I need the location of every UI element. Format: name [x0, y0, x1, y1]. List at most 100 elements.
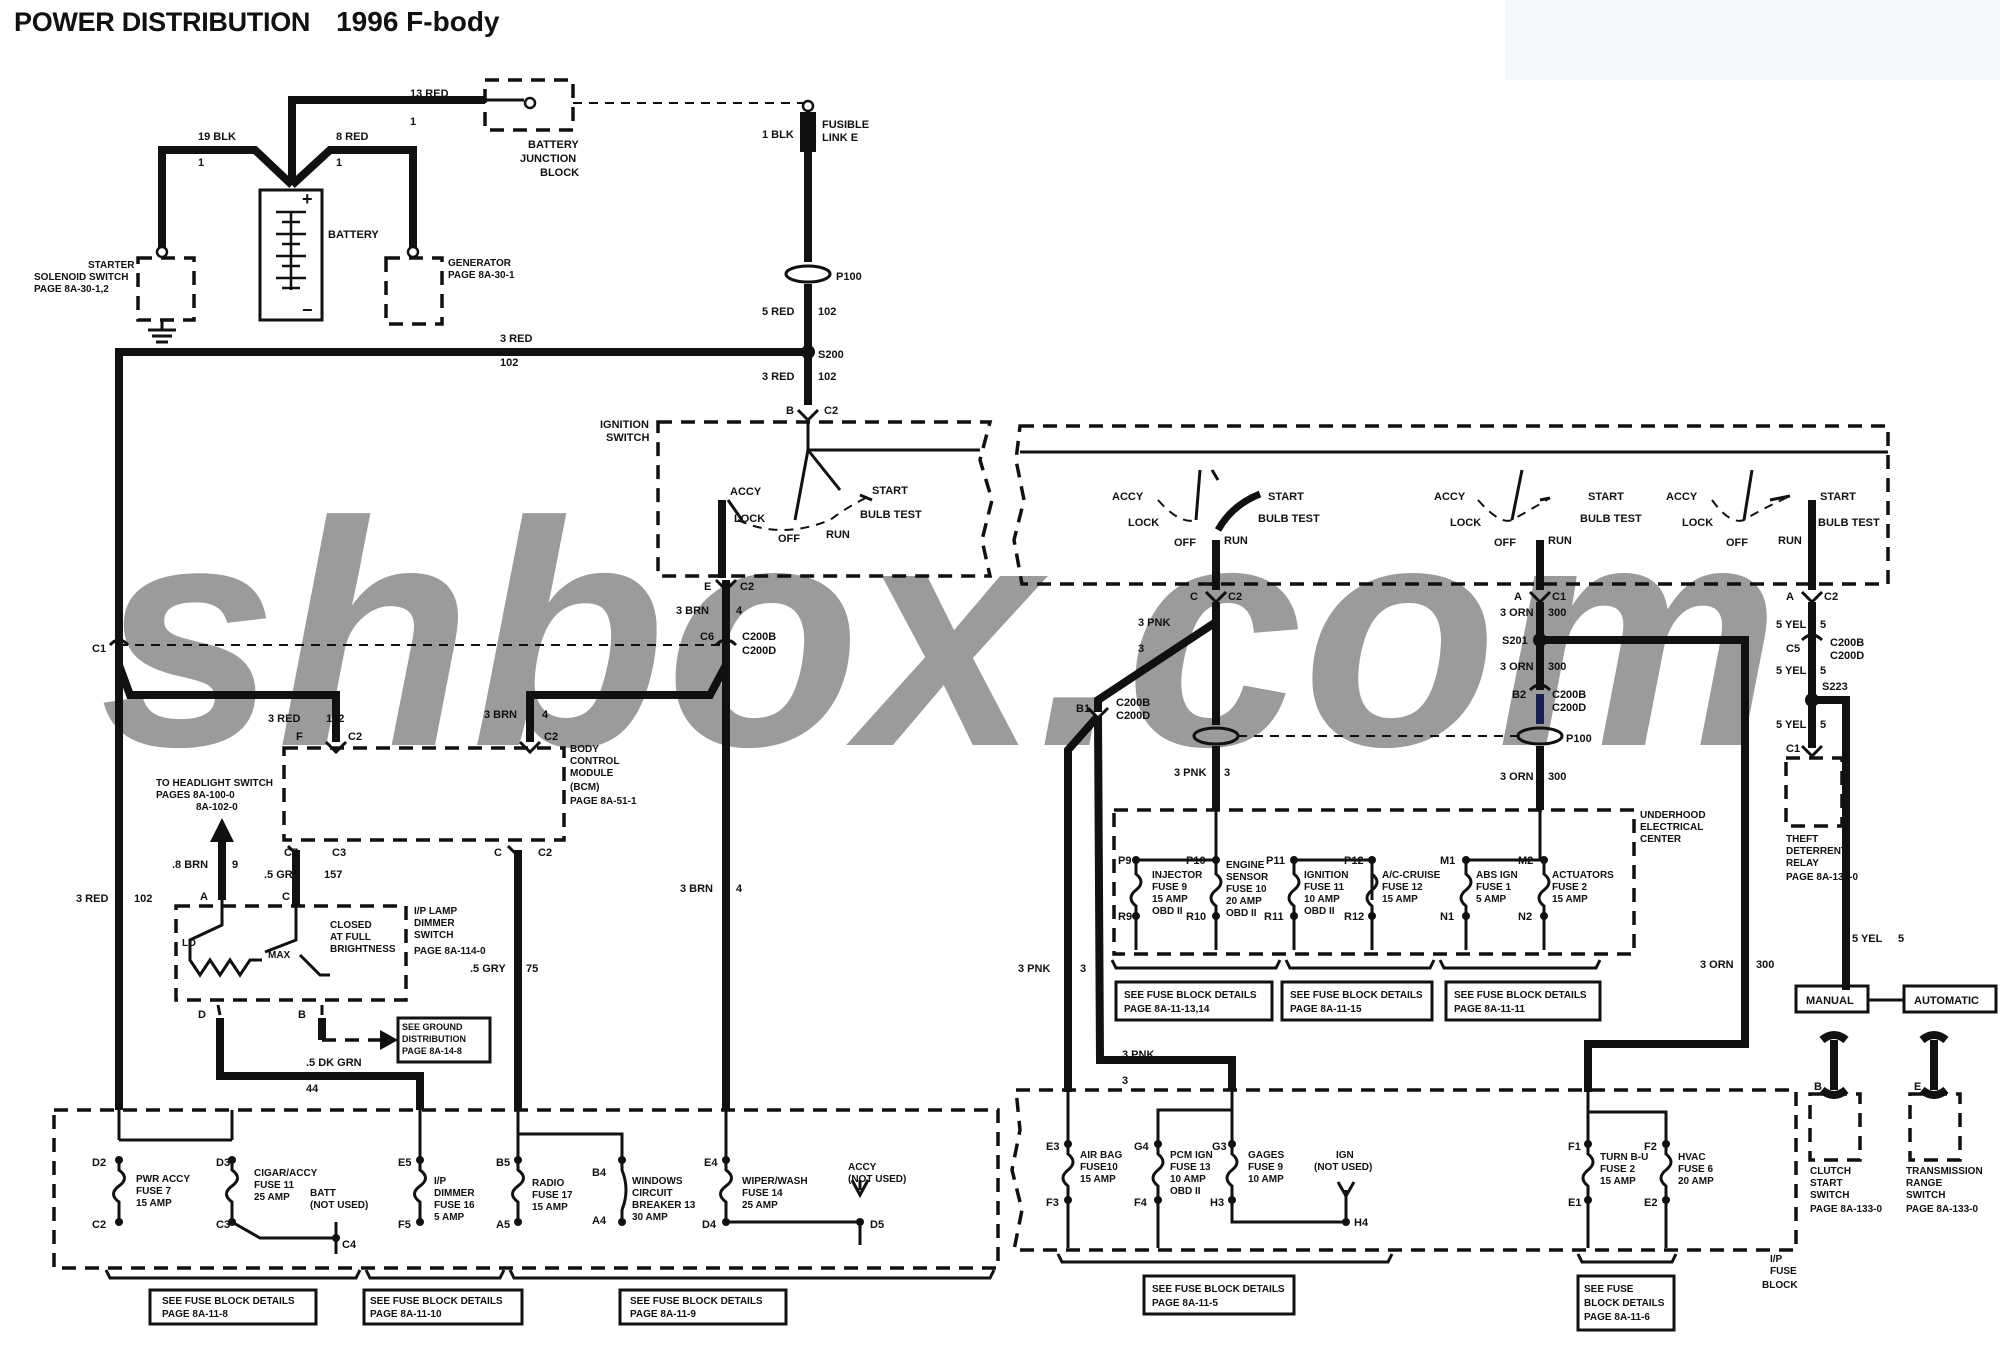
right-feeds-a [1066, 1090, 1234, 1144]
label-windows-3: BREAKER 13 [632, 1200, 696, 1211]
label-uhec-2: ELECTRICAL [1640, 822, 1703, 833]
label-c5-c200b: C200B [1830, 637, 1864, 649]
label-ac-3: 15 AMP [1382, 894, 1418, 905]
label-r-3orn-circuit: 300 [1548, 607, 1566, 619]
r2-start: START [1588, 491, 1624, 503]
label-pwr-accy-3: 15 AMP [136, 1198, 172, 1209]
label-s200: S200 [818, 349, 844, 361]
r2-bulbtest: BULB TEST [1580, 513, 1642, 525]
label-junction-3: BLOCK [540, 167, 579, 179]
label-bcm-1: BODY [570, 744, 599, 755]
pin-f5: F5 [398, 1219, 411, 1231]
label-eng-5: OBD II [1226, 908, 1257, 919]
bcm-bottom-conn [286, 844, 520, 858]
pin-b5: B5 [496, 1157, 510, 1169]
left-ign-lock: LOCK [734, 513, 765, 525]
pin-n2: N2 [1518, 911, 1532, 923]
label-c-bcm-c2: C2 [538, 847, 552, 859]
label-ground-3: PAGE 8A-14-8 [402, 1046, 462, 1056]
grp1-arc [1157, 499, 1197, 522]
label-act-3: 15 AMP [1552, 894, 1588, 905]
label-3red-top-circuit: 102 [500, 357, 518, 369]
label-windows-1: WINDOWS [632, 1176, 683, 1187]
bracket-1 [104, 1269, 362, 1280]
pin-c3: C3 [216, 1219, 230, 1231]
pin-e4: E4 [704, 1157, 718, 1169]
label-e-c2: C2 [740, 581, 754, 593]
label-trans-2: RANGE [1906, 1178, 1942, 1189]
corner-panel [1505, 0, 2000, 80]
label-inj-1: INJECTOR [1152, 870, 1203, 881]
label-starter-1: STARTER [88, 260, 135, 271]
label-8brn-circuit: 9 [232, 859, 238, 871]
wire-3orn-to-ipfuse [1540, 636, 1749, 1092]
r2-off: OFF [1494, 537, 1516, 549]
label-3red-f-circuit: 102 [326, 713, 344, 725]
grp1-start-arm [1214, 490, 1262, 532]
p100-right-a [1192, 726, 1240, 746]
label-c200b: C200B [742, 631, 776, 643]
pin-d5: D5 [870, 1219, 884, 1231]
label-r-3pnk: 3 PNK [1138, 617, 1170, 629]
label-3red-top: 3 RED [500, 333, 532, 345]
label-lo: LO [182, 938, 196, 949]
label-see1-2: PAGE 8A-11-8 [162, 1309, 228, 1320]
label-8red: 8 RED [336, 131, 368, 143]
label-starter-3: PAGE 8A-30-1,2 [34, 284, 109, 295]
label-c5-c200d: C200D [1830, 650, 1864, 662]
wire-19blk [158, 146, 295, 247]
starter-box [136, 256, 196, 322]
pin-r12: R12 [1344, 911, 1364, 923]
dimmer-contact [264, 905, 330, 977]
left-ign-accy: ACCY [730, 486, 762, 498]
label-hvac-2: FUSE 6 [1678, 1164, 1713, 1175]
label-manual: MANUAL [1806, 995, 1854, 1007]
c5-conn [1800, 633, 1824, 642]
bracket-3 [508, 1269, 996, 1280]
label-batt-2: (NOT USED) [310, 1200, 368, 1211]
ground-symbol [148, 320, 176, 344]
label-headlight-2: PAGES 8A-100-0 [156, 790, 235, 801]
label-accy-2: (NOT USED) [848, 1174, 906, 1185]
left-ign-start: START [872, 485, 908, 497]
c1-theft-conn [1800, 744, 1824, 759]
label-pcm-2: FUSE 13 [1170, 1162, 1211, 1173]
grp1-contacts [1194, 469, 1220, 521]
label-dimmer-c: C [282, 891, 290, 903]
label-8red-circuit: 1 [336, 157, 342, 169]
label-abs-1: ABS IGN [1476, 870, 1518, 881]
bracket-2 [364, 1269, 506, 1280]
pin-p12: P12 [1344, 855, 1364, 867]
clutch-wire [1819, 1031, 1849, 1099]
label-5yel-d-circuit: 5 [1898, 933, 1904, 945]
right-see-2 [1576, 1274, 1676, 1332]
label-closed-3: BRIGHTNESS [330, 944, 396, 955]
label-see1-1: SEE FUSE BLOCK DETAILS [162, 1296, 295, 1307]
r3-lock: LOCK [1682, 517, 1713, 529]
label-ipdim-3: FUSE 16 [434, 1200, 475, 1211]
label-battery: BATTERY [328, 229, 379, 241]
label-eng-2: SENSOR [1226, 872, 1269, 883]
fusible-link [800, 112, 816, 152]
label-b2: B2 [1512, 689, 1526, 701]
label-turn-1: TURN B-U [1600, 1152, 1648, 1163]
label-rsee1-1: SEE FUSE BLOCK DETAILS [1152, 1284, 1285, 1295]
label-ipblock-1: I/P [1770, 1254, 1783, 1265]
pin-d2: D2 [92, 1157, 106, 1169]
label-r-c: C [1190, 591, 1198, 603]
label-uhec-see1-1: SEE FUSE BLOCK DETAILS [1124, 990, 1257, 1001]
label-accy-1: ACCY [848, 1162, 877, 1173]
label-rf-3pnk-h: 3 PNK [1122, 1049, 1154, 1061]
label-turn-2: FUSE 2 [1600, 1164, 1635, 1175]
label-r-3pnk-circuit: 3 [1138, 643, 1144, 655]
label-3brn-d: 3 BRN [484, 709, 517, 721]
pin-f3: F3 [1046, 1197, 1059, 1209]
bcm-conn-symbols [324, 740, 542, 755]
uhec-see-2 [1280, 980, 1434, 1022]
trans-box [1908, 1092, 1962, 1162]
label-uhec-see2-2: PAGE 8A-11-15 [1290, 1004, 1362, 1015]
pin-m1: M1 [1440, 855, 1455, 867]
fuse-gages [1225, 1144, 1356, 1224]
fuse-pwr-accy [112, 1160, 126, 1222]
